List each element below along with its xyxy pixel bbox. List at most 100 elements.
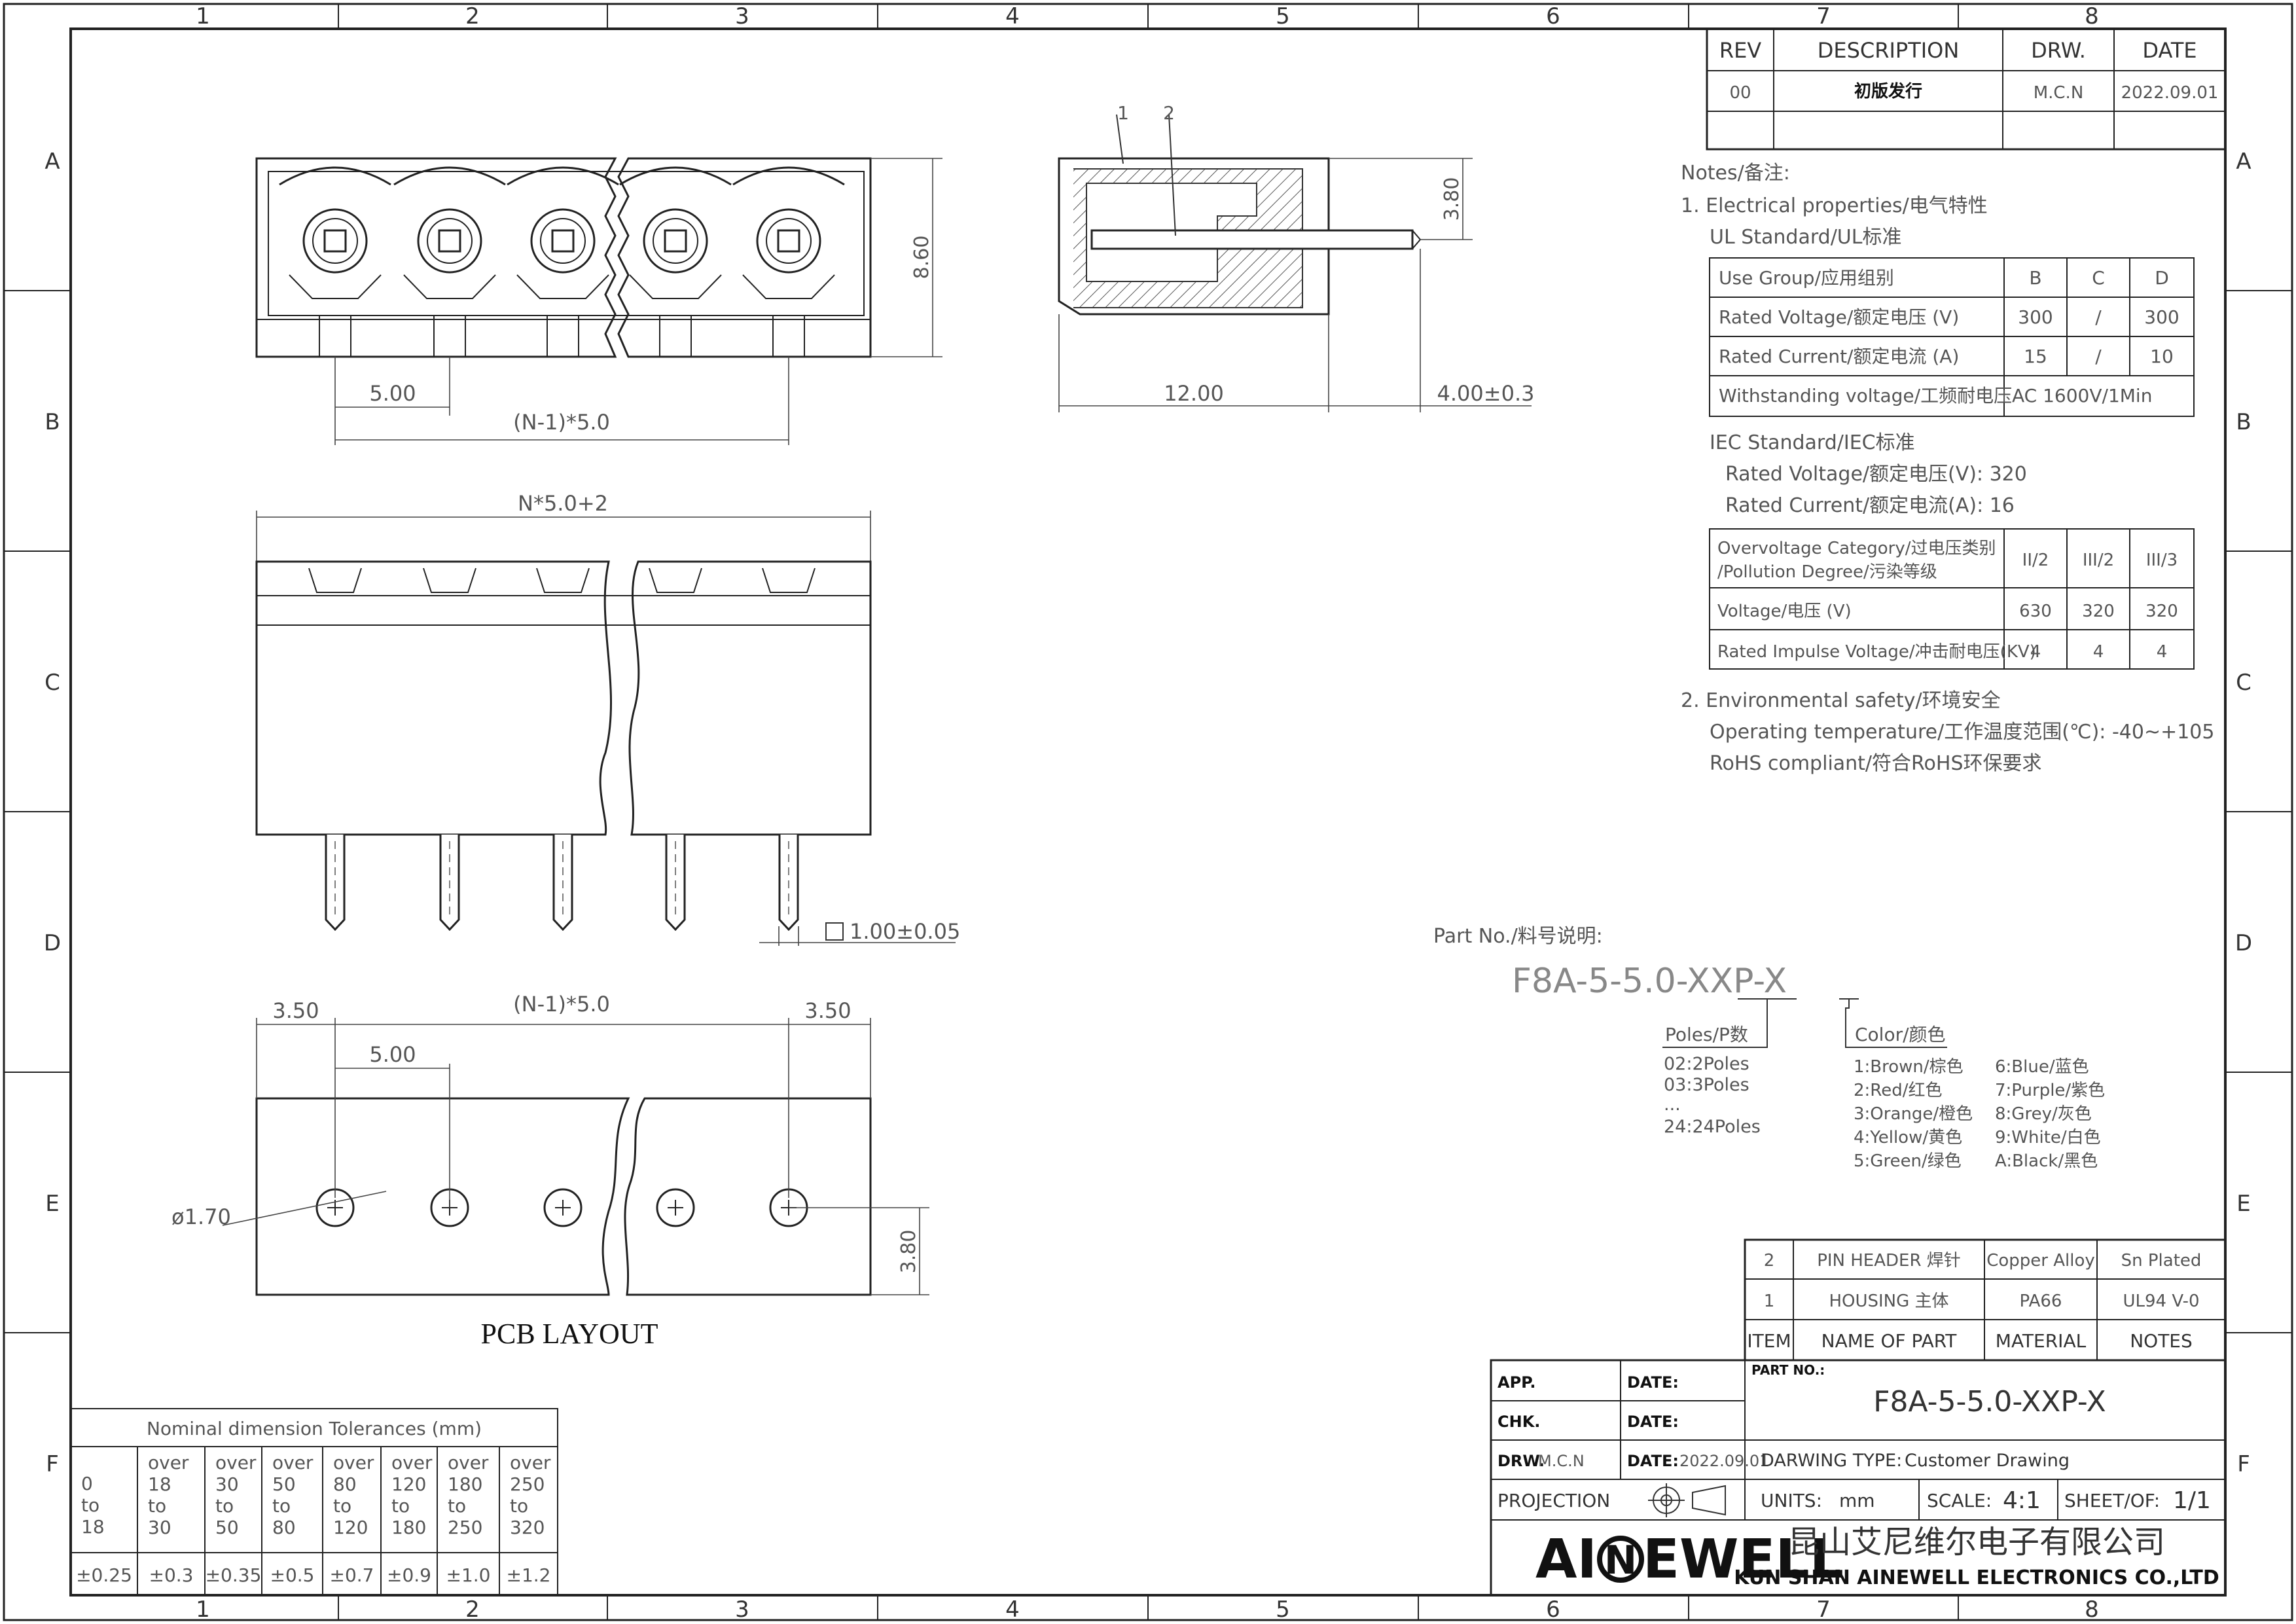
pin-column (762, 568, 816, 931)
bom-row-1-name: PIN HEADER 焊针 (1817, 1251, 1961, 1271)
pcb-n1-dimension: (N-1)*5.0 (513, 992, 610, 1017)
pin-slot (659, 315, 692, 357)
projection-label: PROJECTION (1498, 1490, 1610, 1511)
app-date-label: DATE: (1627, 1373, 1679, 1392)
drw-name: M.C.N (1538, 1452, 1585, 1470)
tolerance-range-text: over (333, 1452, 374, 1473)
color-option-a: A:Black/黑色 (1995, 1151, 2098, 1171)
hole-diameter-dimension: ø1.70 (171, 1204, 231, 1229)
row-label-f: F (46, 1451, 59, 1477)
screw-icon (530, 208, 596, 274)
tolerance-range-text: 120 (333, 1517, 368, 1538)
col-label-2: 2 (465, 3, 480, 29)
iec-row-3-c: 4 (2157, 642, 2168, 662)
ul-row-3-label: Rated Current/额定电流 (A) (1719, 346, 1959, 367)
screw-square (323, 229, 347, 253)
top-notch (423, 568, 476, 593)
col-label-8-bottom: 8 (2085, 1597, 2099, 1623)
tolerance-range-text: over (272, 1452, 314, 1473)
tolerance-range-text: 50 (272, 1473, 296, 1495)
ul-row-2-label: Rated Voltage/额定电压 (V) (1719, 306, 1959, 328)
chk-label: CHK. (1498, 1413, 1540, 1431)
tolerance-value: ±0.25 (76, 1564, 132, 1586)
screw-icon (417, 208, 482, 274)
pcb-pitch-dimension: 5.00 (369, 1042, 416, 1067)
row-label-e-right: E (2236, 1191, 2250, 1217)
terminal-cell (619, 166, 732, 357)
bom-header-material: MATERIAL (1996, 1330, 2087, 1352)
ul-row-2-d: 300 (2144, 306, 2179, 328)
terminal-cell (732, 166, 845, 357)
tolerance-range-text: 320 (510, 1517, 545, 1538)
part-no-code: F8A-5-5.0-XXP-X (1512, 962, 1787, 1001)
screw-square (777, 229, 800, 253)
note-iec-standard: IEC Standard/IEC标准 (1710, 431, 1915, 454)
terminal-cell (393, 166, 506, 357)
wedge-line (629, 274, 722, 299)
row-label-d-right: D (2235, 930, 2252, 956)
pin-column (308, 568, 362, 931)
ul-row-3-d: 10 (2150, 346, 2174, 367)
date-value: 2022.09.01 (2121, 83, 2219, 103)
tolerance-range-text: to (448, 1495, 466, 1517)
pin-slot (433, 315, 466, 357)
part-no-field-label: PART NO.: (1751, 1362, 1825, 1378)
bom-row-2-name: HOUSING 主体 (1829, 1291, 1948, 1311)
tolerance-table: Nominal dimension Tolerances (mm) 0to18±… (70, 1408, 558, 1596)
tolerance-range-text: 50 (215, 1517, 239, 1538)
company-name-en: KUN SHAN AINEWELL ELECTRONICS CO.,LTD (1734, 1566, 2219, 1589)
tolerance-range-text: 18 (148, 1473, 171, 1495)
color-option-1: 1:Brown/棕色 (1854, 1057, 1964, 1077)
revision-table: REV DESCRIPTION DRW. DATE 00 初版发行 M.C.N … (1706, 27, 2227, 151)
tolerance-range-text: 180 (391, 1517, 426, 1538)
col-label-7-bottom: 7 (1816, 1597, 1831, 1623)
company-logo: AI N EWELL (1535, 1528, 1844, 1591)
tolerance-range-text: to (272, 1495, 291, 1517)
bom-row-2-item: 1 (1764, 1291, 1775, 1311)
bill-of-materials: 2 PIN HEADER 焊针 Copper Alloy Sn Plated 1… (1744, 1238, 2227, 1362)
bom-row-1-material: Copper Alloy (1986, 1251, 2095, 1271)
pcb-offset-dimension: 3.80 (897, 1230, 920, 1274)
notes-title: Notes/备注: (1681, 162, 1790, 185)
tolerance-range-text: 120 (391, 1473, 426, 1495)
pcb-edge-right-dimension: 3.50 (804, 998, 851, 1023)
tolerance-range-text: 80 (272, 1517, 296, 1538)
pin-slot (547, 315, 579, 357)
pin-square-dimension: 1.00±0.05 (850, 919, 960, 944)
iec-row-2-a: 630 (2019, 602, 2052, 621)
pcb-layout-title: PCB LAYOUT (481, 1318, 658, 1350)
iec-row-2-c: 320 (2145, 602, 2178, 621)
tolerance-range-text: over (448, 1452, 489, 1473)
tolerance-range-text: over (391, 1452, 433, 1473)
ul-withstand-value: AC 1600V/1Min (2012, 385, 2152, 406)
screw-ring (653, 218, 698, 264)
ul-row-1-b: B (2029, 267, 2041, 289)
bom-header-notes: NOTES (2130, 1330, 2193, 1352)
tolerance-value: ±0.9 (387, 1564, 431, 1586)
poles-option-1: 02:2Poles (1664, 1054, 1749, 1074)
rev-value: 00 (1729, 83, 1751, 103)
wedge-line (516, 274, 609, 299)
top-notch (536, 568, 590, 593)
ul-row-2-c: / (2095, 306, 2102, 328)
tolerance-range-text: 250 (510, 1473, 545, 1495)
screw-icon (643, 208, 708, 274)
row-label-c: C (45, 670, 60, 696)
note-iec-voltage: Rated Voltage/额定电压(V): 320 (1725, 463, 2027, 486)
drw-label: DRW. (1498, 1452, 1545, 1470)
note-electrical: 1. Electrical properties/电气特性 (1681, 194, 1988, 217)
wedge-line (742, 274, 835, 299)
row-label-c-right: C (2236, 670, 2251, 696)
row-label-a: A (45, 149, 60, 175)
drw-header: DRW. (2031, 38, 2086, 63)
iec-row-1-a: II/2 (2022, 550, 2049, 570)
units-value: mm (1839, 1490, 1875, 1511)
pcb-layout: 3.50 (N-1)*5.0 3.50 5.00 ø1.70 3.80 PCB … (171, 992, 929, 1350)
pin-column (423, 568, 476, 931)
row-label-d: D (44, 930, 61, 956)
pin-column (649, 568, 702, 931)
bom-row-2-notes: UL94 V-0 (2123, 1291, 2199, 1311)
bom-row-1-notes: Sn Plated (2121, 1251, 2202, 1271)
bom-row-1-item: 2 (1764, 1251, 1775, 1271)
